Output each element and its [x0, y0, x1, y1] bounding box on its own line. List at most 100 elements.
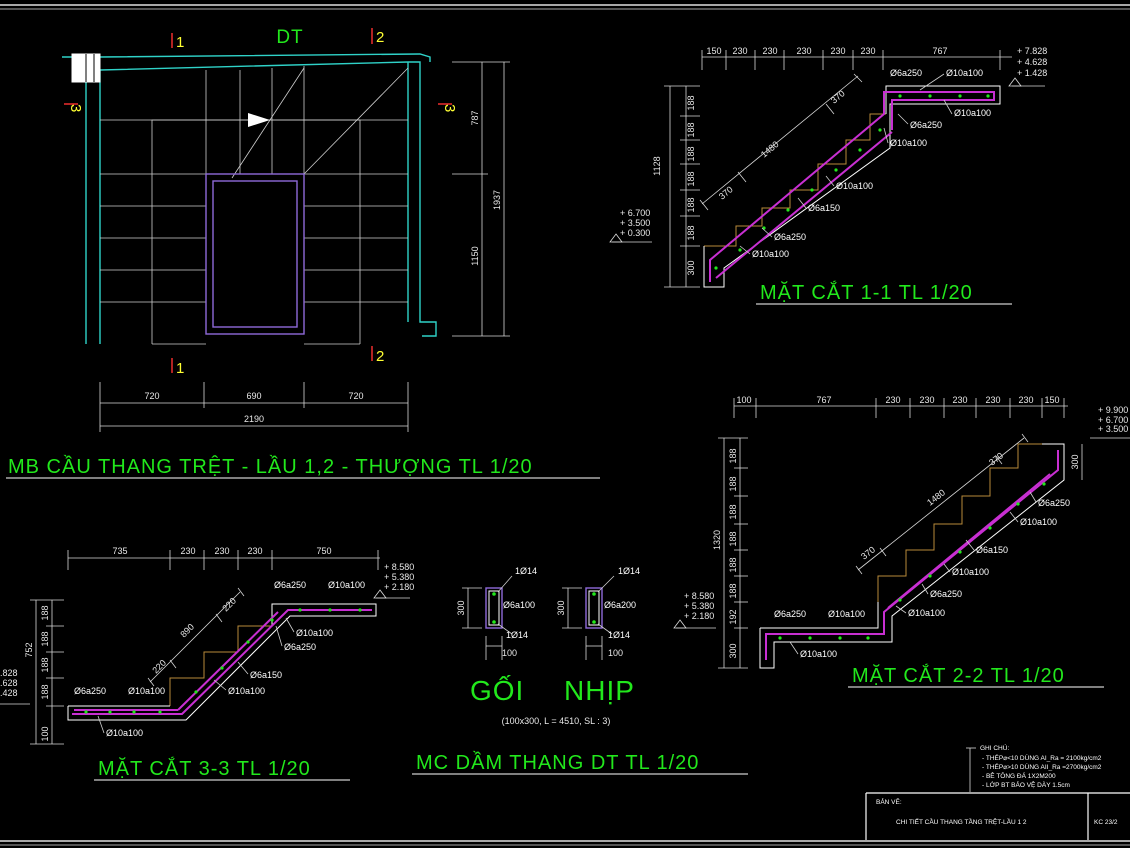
sec33-slope-3: 220: [220, 596, 238, 614]
sec22-rebar-8: Ø10a100: [828, 609, 865, 619]
sec22-dim-left-7: 192: [728, 609, 738, 624]
plan-dims-bottom: 720 690 720 2190: [99, 382, 409, 432]
sec11-dims-top: 150 230 230 230 230 230 767: [701, 46, 1012, 70]
titleblock-code: KC 23/2: [1094, 819, 1118, 826]
label-dt: DT: [276, 27, 303, 48]
sec11-rebar-9: Ø10a100: [752, 249, 789, 259]
sec11-rebar-5: Ø10a100: [890, 138, 927, 148]
sec22-rebar-6: Ø10a100: [908, 608, 945, 618]
goi-bottom-rebar: 1Ø14: [506, 630, 528, 640]
sec11-dim-left-6: 188: [686, 225, 696, 240]
beam-goi: 1Ø14 Ø6a100 1Ø14 300 100 GỐI: [456, 566, 537, 706]
sec22-dim-left-5: 188: [728, 557, 738, 572]
sec11-dim-left-3: 188: [686, 146, 696, 161]
sec33-dim-left-3: 188: [40, 657, 50, 672]
sec22-dim-top-6: 230: [985, 395, 1000, 405]
sec33-level-left-3: .428: [0, 688, 18, 698]
direction-arrow-icon: [248, 113, 270, 127]
title-block: BẢN VẼ: CHI TIẾT CẦU THANG TẦNG TRỆT-LẦU…: [865, 792, 1130, 840]
sec11-dims-left: 188 188 188 188 188 188 300 1128: [652, 85, 700, 288]
sec22-level-left-2: + 5.380: [684, 601, 714, 611]
section-2-2: 100 767 230 230 230 230 230 150 + 9.900 …: [673, 395, 1130, 688]
sec22-dim-left-1: 188: [728, 448, 738, 463]
nhip-label: NHỊP: [564, 675, 635, 706]
plan-dim-3: 720: [348, 391, 363, 401]
sec11-rebar-1: Ø6a250: [890, 68, 922, 78]
sec22-slope-2: 1480: [925, 487, 947, 507]
plan-dims-right: 787 1150 1937: [452, 61, 510, 337]
sec33-dim-top-3: 230: [214, 546, 229, 556]
drawing-frame: [0, 4, 1130, 846]
note-line-4: - LỚP BT BẢO VỆ DÀY 1.5cm: [982, 780, 1070, 789]
notes-block: GHI CHÚ: - THÉP⌀<10 DÙNG AI_Ra = 2100kg/…: [966, 743, 1102, 792]
sec33-rebar-4: Ø6a250: [284, 642, 316, 652]
sec22-dim-left-total: 1320: [712, 530, 722, 550]
sec22-dim-top-4: 230: [919, 395, 934, 405]
marker-1-bottom: 1: [176, 360, 184, 377]
sec22-dim-top-7: 230: [1018, 395, 1033, 405]
sec22-levels: + 9.900 + 6.700 + 3.500 + 8.580 + 5.380 …: [673, 405, 1130, 629]
sec33-stair-body: 220 890 220: [67, 587, 377, 721]
sec22-rebar-2: Ø10a100: [1020, 517, 1057, 527]
sec33-rebar-1: Ø6a250: [74, 686, 106, 696]
sec11-dim-top-6: 230: [860, 46, 875, 56]
plan-dim-right-1: 787: [470, 110, 480, 125]
sec22-dim-left-3: 188: [728, 504, 738, 519]
sec33-dims-left: 188 188 188 188 100 752: [24, 599, 64, 745]
sec11-dim-left-5: 188: [686, 197, 696, 212]
sec22-title: MẶT CẮT 2-2 TL 1/20: [852, 663, 1065, 687]
sec11-dim-top-3: 230: [762, 46, 777, 56]
sec22-rebar-9: Ø10a100: [800, 649, 837, 659]
sec22-level-2: + 6.700: [1098, 415, 1128, 425]
sec11-dim-top-5: 230: [830, 46, 845, 56]
section-3-3: 735 230 230 230 750 + 8.580 + 5.380 + 2.…: [0, 546, 414, 781]
marker-2-bottom: 2: [376, 348, 384, 365]
sec22-dim-left-8: 300: [728, 643, 738, 658]
sec11-dim-left-7: 300: [686, 260, 696, 275]
sec11-rebar-4: Ø10a100: [954, 108, 991, 118]
sec22-dim-right: 300: [1070, 454, 1080, 469]
sec33-dim-left-5: 100: [40, 726, 50, 741]
sec22-stair-body: 370 1480 370: [759, 433, 1065, 669]
goi-stirrup: Ø6a100: [503, 600, 535, 610]
sec33-rebar-9: Ø10a100: [296, 628, 333, 638]
sec11-dim-left-1: 188: [686, 95, 696, 110]
sec22-level-1: + 9.900: [1098, 405, 1128, 415]
nhip-width: 100: [608, 648, 623, 658]
sec22-dim-top-2: 767: [816, 395, 831, 405]
sec33-levels: + 8.580 + 5.380 + 2.180 .828 .628 .428: [0, 562, 414, 705]
beam-nhip: 1Ø14 Ø6a200 1Ø14 300 100 NHỊP: [556, 566, 640, 706]
sec22-dim-top-5: 230: [952, 395, 967, 405]
sec11-rebar-labels: Ø6a250 Ø10a100 Ø6a250 Ø10a100 Ø10a100 Ø1…: [739, 68, 991, 259]
sec33-rebar-labels: Ø6a250 Ø10a100 Ø10a100 Ø6a250 Ø6a150 Ø10…: [74, 580, 365, 738]
sec11-rebar-3: Ø6a250: [910, 120, 942, 130]
sec22-dim-top-1: 100: [736, 395, 751, 405]
goi-height: 300: [456, 600, 466, 615]
notes-heading: GHI CHÚ:: [980, 743, 1009, 752]
sec22-rebar-5: Ø6a250: [930, 589, 962, 599]
sec11-level-left-3: + 0.300: [620, 228, 650, 238]
note-line-3: - BÊ TÔNG ĐÁ 1X2M200: [982, 771, 1056, 780]
section-1-1: 150 230 230 230 230 230 767 + 7.828 + 4.…: [609, 46, 1047, 305]
sec11-dim-left-2: 188: [686, 122, 696, 137]
sec33-rebar-5: Ø6a150: [250, 670, 282, 680]
sec33-title: MẶT CẮT 3-3 TL 1/20: [98, 756, 311, 780]
sec33-slope-2: 890: [178, 622, 196, 640]
sec33-rebar-6: Ø10a100: [228, 686, 265, 696]
sec22-dim-top-3: 230: [885, 395, 900, 405]
sec22-dim-top-8: 150: [1044, 395, 1059, 405]
nhip-height: 300: [556, 600, 566, 615]
sec11-levels: + 7.828 + 4.628 + 1.428 + 6.700 + 3.500 …: [609, 46, 1047, 243]
sec33-level-1: + 8.580: [384, 562, 414, 572]
sec33-dim-left-1: 188: [40, 605, 50, 620]
marker-1-top: 1: [176, 34, 184, 51]
sec22-dim-left-6: 188: [728, 583, 738, 598]
sec11-rebar-2: Ø10a100: [946, 68, 983, 78]
sec11-level-2: + 4.628: [1017, 57, 1047, 67]
beam-title: MC DẦM THANG DT TL 1/20: [416, 751, 699, 774]
sec11-rebar-7: Ø6a150: [808, 203, 840, 213]
sec33-rebar-2: Ø10a100: [128, 686, 165, 696]
plan-dim-right-2: 1150: [470, 246, 480, 265]
sec11-dim-top-4: 230: [796, 46, 811, 56]
